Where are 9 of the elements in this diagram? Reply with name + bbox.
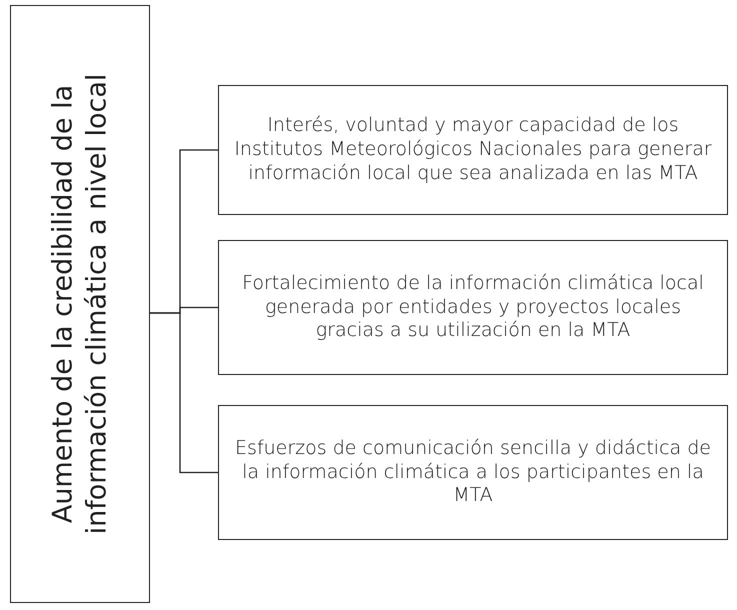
connector-line <box>150 312 218 474</box>
heading-text: Aumento de la credibilidad de la información climática a nivel local <box>46 72 113 536</box>
factor-box <box>218 85 728 215</box>
factor-box <box>218 405 728 540</box>
title-box <box>10 5 150 603</box>
box-text: Esfuerzos de comunicación sencilla y didáctica de la información climática a los participantes en la MTA <box>234 436 712 508</box>
box-text: Fortalecimiento de la información climática local generada por entidades y proyectos locales gracias a su utilización en la MTA <box>241 272 705 344</box>
factor-box <box>218 240 728 375</box>
box-text: Interés, voluntad y mayor capacidad de los Institutos Meteorológicos Nacionales para generar información local que sea analizada en las MTA <box>233 114 713 186</box>
